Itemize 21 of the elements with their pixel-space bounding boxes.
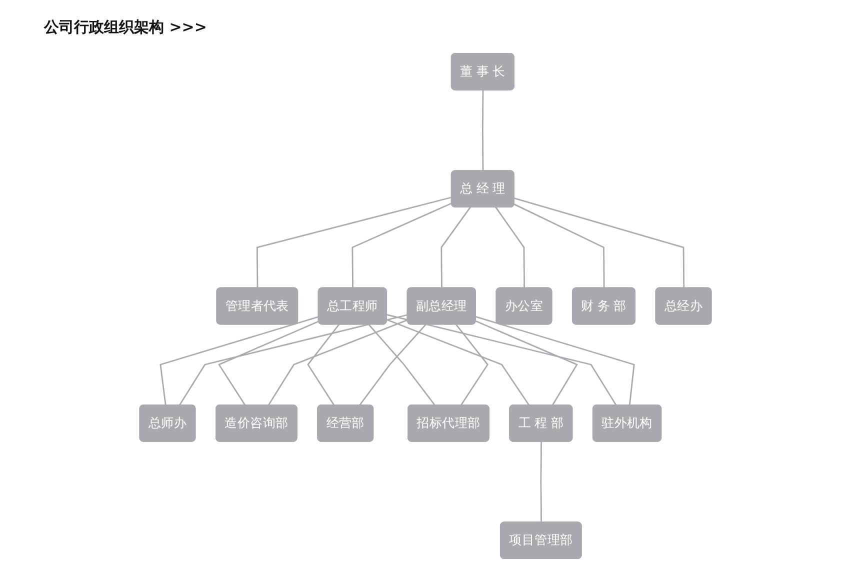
connector	[514, 204, 605, 288]
connector	[386, 314, 617, 406]
diagram-title: 公司行政组织架构 >>>	[44, 18, 207, 37]
connector	[386, 319, 530, 406]
connector	[482, 90, 484, 172]
connector	[352, 202, 452, 288]
connector	[475, 316, 635, 406]
connector	[268, 319, 408, 406]
connector	[218, 320, 320, 406]
connector	[540, 442, 542, 523]
connector	[358, 324, 426, 406]
connector	[160, 316, 320, 406]
connector	[475, 320, 578, 406]
connector	[307, 324, 340, 406]
connector	[514, 198, 685, 288]
connector	[256, 196, 452, 288]
connector	[440, 206, 471, 288]
connector	[368, 324, 436, 406]
connector	[455, 324, 488, 406]
connector	[178, 314, 408, 406]
connector	[495, 206, 526, 288]
